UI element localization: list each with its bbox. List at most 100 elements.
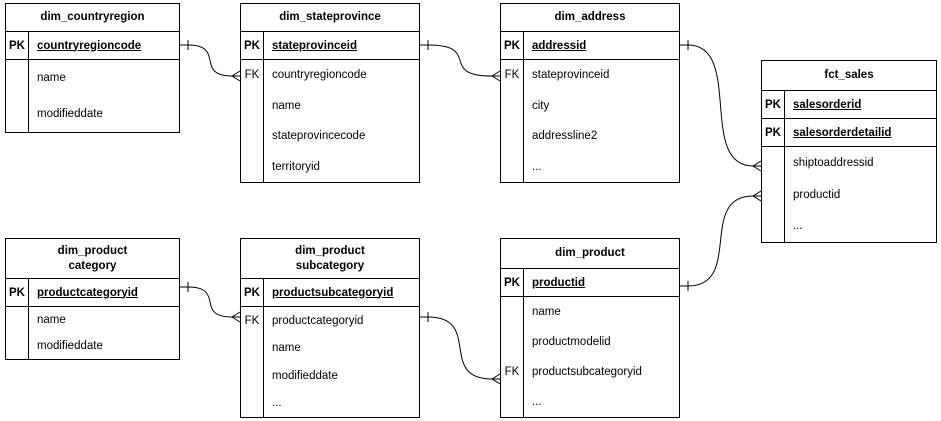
attribute-fct_sales-productid: productid [793, 188, 841, 201]
entity-title-dim_productcategory: dim_product category [6, 239, 179, 279]
attribute-fct_sales-...: ... [793, 220, 803, 233]
attribute-list-dim_productsubcategory: productcategoryid name modifieddate... [264, 307, 419, 417]
attribute-key-dim_product-0 [501, 297, 523, 327]
key-label-dim_productcategory-0: PK [6, 279, 29, 306]
attribute-key-dim_stateprovince-1 [241, 91, 263, 122]
entity-title-dim_product: dim_product [501, 239, 679, 269]
connector-path-productsubcategory-to-product [427, 316, 493, 380]
key-row-dim_countryregion-countryregioncode[interactable]: PK countryregioncode [6, 32, 179, 60]
attribute-key-dim_address-3 [501, 152, 523, 183]
attribute-dim_address-addressline2: addressline2 [532, 130, 598, 143]
relationship-address-to-sales [680, 40, 762, 172]
attribute-dim_productsubcategory-...: ... [272, 397, 282, 410]
attribute-gutter-fct_sales [762, 147, 785, 242]
attribute-key-dim_productsubcategory-1 [241, 335, 263, 363]
attribute-dim_address-stateprovinceid: stateprovinceid [532, 69, 610, 82]
key-label-dim_countryregion-0: PK [6, 32, 29, 59]
attribute-key-dim_productsubcategory-2 [241, 362, 263, 390]
key-row-dim_stateprovince-stateprovinceid[interactable]: PK stateprovinceid [241, 32, 419, 60]
attribute-dim_address-...: ... [532, 160, 542, 173]
entity-title-dim_productsubcategory: dim_product subcategory [241, 239, 419, 279]
key-name-dim_product-productid: productid [532, 276, 586, 289]
attribute-key-dim_address-1 [501, 91, 523, 122]
crowfoot-lower-stateprovince-to-address [491, 75, 501, 82]
attribute-dim_stateprovince-territoryid: territoryid [272, 160, 320, 173]
key-name-dim_stateprovince-stateprovinceid: stateprovinceid [272, 39, 357, 52]
relationship-productsubcategory-to-product [420, 312, 501, 385]
key-row-dim_product-productid[interactable]: PK productid [501, 269, 679, 297]
key-label-dim_stateprovince-0: PK [241, 32, 264, 59]
connector-path-stateprovince-to-address [427, 44, 493, 77]
connector-path-product-to-sales [687, 195, 754, 287]
key-name-dim_countryregion-countryregioncode: countryregioncode [37, 39, 142, 52]
attribute-gutter-dim_productsubcategory: FK [241, 307, 264, 417]
attribute-dim_productsubcategory-name: name [272, 342, 301, 355]
crowfoot-lower-countryregion-to-stateprovince [231, 75, 241, 82]
attribute-gutter-dim_product: FK [501, 297, 524, 417]
connector-path-productcategory-to-subcategory [187, 286, 233, 318]
relationship-productcategory-to-subcategory [180, 282, 241, 323]
attribute-block-dim_productsubcategory: FK productcategoryid name modifieddate... [241, 307, 419, 417]
key-label-fct_sales-1: PK [762, 119, 785, 146]
attribute-key-dim_productsubcategory-0: FK [244, 314, 260, 327]
attribute-dim_stateprovince-name: name [272, 99, 301, 112]
attribute-key-dim_stateprovince-3 [241, 152, 263, 183]
attribute-key-dim_stateprovince-2 [241, 121, 263, 152]
crowfoot-upper-productsubcategory-to-product [491, 373, 501, 380]
relationship-stateprovince-to-address [420, 40, 501, 82]
relationship-product-to-sales [680, 190, 762, 291]
entity-title-dim_address: dim_address [501, 4, 679, 32]
attribute-gutter-dim_countryregion [6, 60, 29, 132]
crowfoot-lower-address-to-sales [752, 165, 762, 172]
attribute-fct_sales-shiptoaddressid: shiptoaddressid [793, 156, 874, 169]
entity-title-fct_sales: fct_sales [762, 61, 936, 91]
key-name-dim_productsubcategory-productsubcategoryid: productsubcategoryid [272, 286, 394, 299]
attribute-key-dim_productsubcategory-3 [241, 390, 263, 418]
attribute-dim_productcategory-modifieddate: modifieddate [37, 340, 103, 352]
attribute-gutter-dim_address: FK [501, 60, 524, 182]
attribute-key-fct_sales-0 [762, 147, 784, 179]
key-label-dim_product-0: PK [501, 269, 524, 296]
attribute-dim_product-productsubcategoryid: productsubcategoryid [532, 366, 642, 378]
entity-title-dim_countryregion: dim_countryregion [6, 4, 179, 32]
attribute-dim_stateprovince-countryregioncode: countryregioncode [272, 69, 367, 82]
attribute-dim_productcategory-name: name [37, 314, 66, 326]
crowfoot-upper-countryregion-to-stateprovince [231, 70, 241, 77]
crowfoot-upper-stateprovince-to-address [491, 70, 501, 77]
attribute-dim_product-productmodelid: productmodelid [532, 336, 611, 348]
key-name-fct_sales-salesorderid: salesorderid [793, 98, 862, 111]
crowfoot-lower-product-to-sales [752, 195, 762, 202]
attribute-key-fct_sales-2 [762, 210, 784, 242]
attribute-key-dim_stateprovince-0: FK [244, 69, 260, 82]
relationship-countryregion-to-stateprovince [180, 40, 241, 82]
key-label-dim_address-0: PK [501, 32, 524, 59]
key-row-dim_productsubcategory-productsubcategoryid[interactable]: PK productsubcategoryid [241, 279, 419, 307]
attribute-dim_product-...: ... [532, 396, 542, 408]
attribute-dim_countryregion-modifieddate: modifieddate [37, 108, 103, 120]
key-label-dim_productsubcategory-0: PK [241, 279, 264, 306]
attribute-key-dim_address-0: FK [504, 69, 520, 82]
attribute-gutter-dim_productcategory [6, 307, 29, 359]
attribute-dim_productsubcategory-modifieddate: modifieddate [272, 369, 338, 382]
attribute-dim_productsubcategory-productcategoryid: productcategoryid [272, 314, 364, 327]
connector-path-countryregion-to-stateprovince [187, 44, 233, 77]
crowfoot-lower-productsubcategory-to-product [491, 378, 501, 385]
entity-title-dim_stateprovince: dim_stateprovince [241, 4, 419, 32]
